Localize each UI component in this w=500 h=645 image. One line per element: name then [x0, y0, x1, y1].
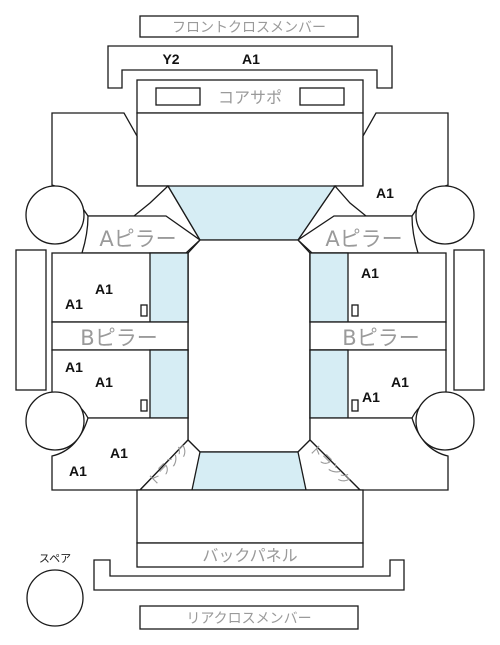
core-support-right-slot	[299, 87, 345, 106]
rear-right-door-code-lower: A1	[362, 389, 380, 405]
front-right-door-handle[interactable]	[351, 304, 359, 317]
front-member-code-a1: A1	[242, 51, 260, 67]
spare-label: スペア	[39, 552, 71, 565]
b-pillar-right-label: Bピラー	[342, 326, 419, 350]
rear-left-quarter-panel[interactable]	[51, 417, 189, 491]
front-left-door-handle[interactable]	[140, 304, 148, 317]
rear-left-door-handle[interactable]	[140, 399, 148, 412]
b-pillar-left-label: Bピラー	[80, 326, 157, 350]
rear-left-door-code-lower: A1	[95, 374, 113, 390]
rear-cross-member-label: リアクロスメンバー	[186, 611, 311, 627]
core-support-label: コアサポ	[218, 88, 282, 107]
b-pillar-right[interactable]	[309, 321, 447, 351]
back-panel-label: バックパネル	[202, 546, 297, 565]
front-right-wheel[interactable]	[415, 185, 475, 245]
front-left-door-code-lower: A1	[65, 296, 83, 312]
a-pillar-right-label: Aピラー	[325, 227, 402, 251]
front-right-fender-code: A1	[376, 185, 394, 201]
rear-window-glass[interactable]	[191, 451, 307, 491]
rear-deck[interactable]	[136, 489, 364, 544]
rear-left-wheel[interactable]	[25, 391, 85, 451]
front-cross-member-box[interactable]	[139, 15, 359, 38]
rear-right-door-code-upper: A1	[391, 374, 409, 390]
core-support-left-slot	[155, 87, 201, 106]
right-side-sill[interactable]	[453, 249, 485, 391]
rear-right-quarter-panel[interactable]	[309, 417, 449, 491]
rear-right-door-handle[interactable]	[351, 399, 359, 412]
rear-right-door-glass[interactable]	[309, 349, 349, 419]
rear-left-fender-code-lower: A1	[69, 463, 87, 479]
roof-panel[interactable]	[187, 239, 311, 453]
rear-left-door-glass[interactable]	[149, 349, 189, 419]
rear-bumper-reinforcement[interactable]	[93, 559, 405, 591]
front-left-wheel[interactable]	[25, 185, 85, 245]
left-side-sill[interactable]	[15, 249, 47, 391]
rear-left-door-code-upper: A1	[65, 359, 83, 375]
front-cross-member-label: フロントクロスメンバー	[172, 20, 326, 36]
rear-right-wheel[interactable]	[415, 391, 475, 451]
front-bumper-reinforcement[interactable]	[107, 45, 393, 89]
front-left-door-glass[interactable]	[149, 252, 189, 323]
a-pillar-left-label: Aピラー	[99, 227, 176, 251]
front-right-door-code: A1	[361, 265, 379, 281]
front-member-code-y2: Y2	[162, 51, 179, 67]
rear-left-fender-code-upper: A1	[110, 445, 128, 461]
rear-cross-member-box[interactable]	[139, 605, 359, 630]
front-left-door-code-upper: A1	[95, 281, 113, 297]
spare-tire[interactable]	[26, 569, 84, 627]
back-panel[interactable]	[136, 542, 364, 568]
front-right-door-glass[interactable]	[309, 252, 349, 323]
